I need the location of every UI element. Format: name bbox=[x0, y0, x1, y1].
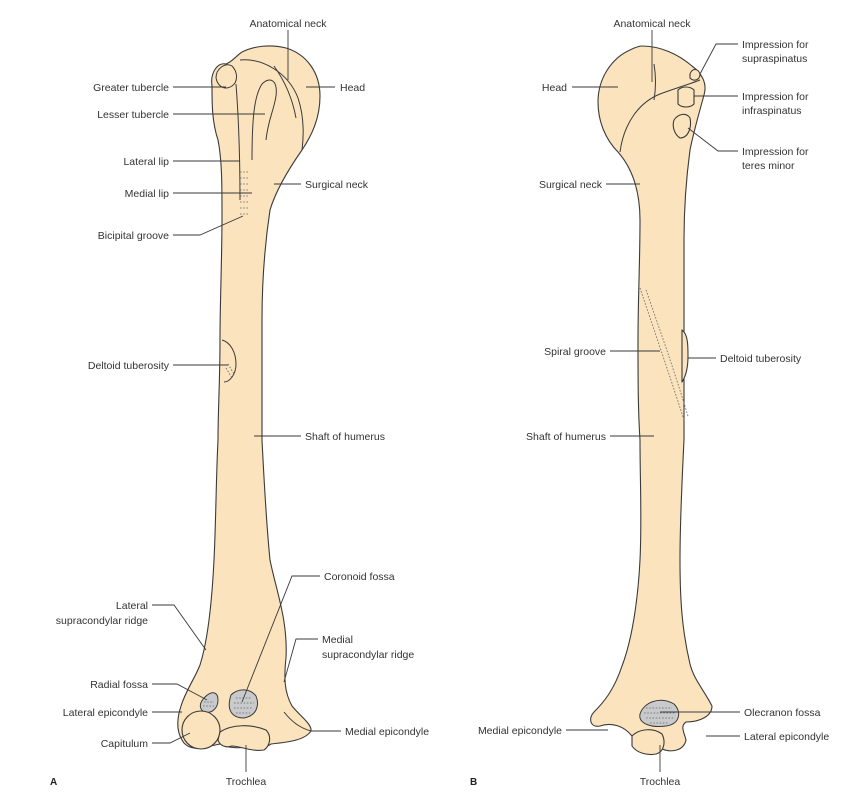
label-a-surgical-neck: Surgical neck bbox=[305, 179, 369, 191]
label-a-bicipital-groove: Bicipital groove bbox=[98, 230, 169, 242]
label-a-head: Head bbox=[340, 82, 365, 94]
supraspinatus-impression bbox=[690, 70, 700, 81]
humerus-posterior-outline bbox=[591, 46, 712, 751]
label-b-head: Head bbox=[542, 82, 567, 94]
label-a-greater-tubercle: Greater tubercle bbox=[93, 82, 169, 94]
label-b-spiral-groove: Spiral groove bbox=[544, 346, 606, 358]
humerus-anterior-view bbox=[178, 46, 320, 750]
label-a-capitulum: Capitulum bbox=[101, 738, 149, 750]
humerus-posterior-view bbox=[591, 46, 712, 755]
label-a-shaft: Shaft of humerus bbox=[305, 431, 385, 443]
label-a-lateral-epicondyle: Lateral epicondyle bbox=[63, 707, 148, 719]
label-a-trochlea: Trochlea bbox=[226, 776, 267, 788]
label-b-teres-minor-line1: Impression for bbox=[742, 146, 809, 158]
label-b-infraspinatus-line2: infraspinatus bbox=[742, 105, 802, 117]
humerus-anterior-outline bbox=[178, 46, 320, 748]
panel-label-a: A bbox=[50, 777, 57, 788]
label-a-anatomical-neck: Anatomical neck bbox=[249, 18, 327, 30]
label-b-trochlea: Trochlea bbox=[640, 776, 681, 788]
panel-label-b: B bbox=[470, 777, 477, 788]
label-b-infraspinatus-line1: Impression for bbox=[742, 91, 809, 103]
label-b-supraspinatus-line1: Impression for bbox=[742, 39, 809, 51]
coronoid-fossa-shape bbox=[229, 690, 257, 718]
trochlea-shape bbox=[218, 726, 270, 751]
label-b-shaft: Shaft of humerus bbox=[526, 431, 606, 443]
label-a-medial-supracondylar-line2: supracondylar ridge bbox=[322, 649, 414, 661]
label-b-anatomical-neck: Anatomical neck bbox=[613, 18, 691, 30]
label-a-deltoid-tuberosity: Deltoid tuberosity bbox=[88, 360, 170, 372]
label-a-coronoid-fossa: Coronoid fossa bbox=[324, 571, 395, 583]
label-b-deltoid-tuberosity: Deltoid tuberosity bbox=[720, 353, 802, 365]
label-b-surgical-neck: Surgical neck bbox=[539, 179, 603, 191]
posterior-deltoid-tuberosity bbox=[682, 330, 688, 382]
label-b-medial-epicondyle: Medial epicondyle bbox=[478, 725, 562, 737]
label-a-medial-epicondyle: Medial epicondyle bbox=[345, 726, 429, 738]
label-a-lateral-supracondylar-line2: supracondylar ridge bbox=[56, 615, 148, 627]
label-b-lateral-epicondyle: Lateral epicondyle bbox=[744, 731, 829, 743]
label-a-radial-fossa: Radial fossa bbox=[90, 679, 148, 691]
label-b-teres-minor-line2: teres minor bbox=[742, 160, 795, 172]
infraspinatus-impression bbox=[678, 87, 694, 107]
label-a-lateral-supracondylar-line1: Lateral bbox=[116, 600, 148, 612]
posterior-trochlea-shape bbox=[632, 730, 664, 755]
capitulum-shape bbox=[182, 711, 220, 749]
label-b-supraspinatus-line2: supraspinatus bbox=[742, 53, 807, 65]
label-a-lesser-tubercle: Lesser tubercle bbox=[97, 109, 169, 121]
label-b-olecranon-fossa: Olecranon fossa bbox=[744, 707, 821, 719]
label-a-lateral-lip: Lateral lip bbox=[123, 156, 169, 168]
label-a-medial-supracondylar-line1: Medial bbox=[322, 634, 353, 646]
label-a-medial-lip: Medial lip bbox=[125, 188, 170, 200]
